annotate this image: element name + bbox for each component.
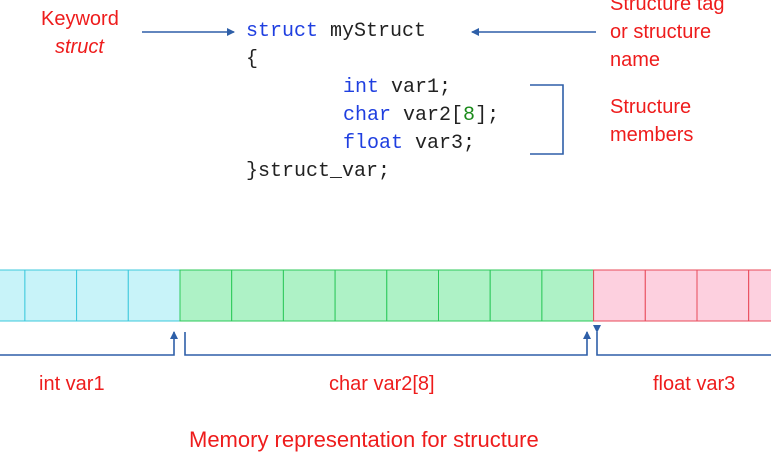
code-line-struct: struct myStruct <box>246 18 426 46</box>
struct-keyword: struct <box>246 20 319 43</box>
memory-cells <box>0 269 771 322</box>
int-byte-cell <box>0 269 26 322</box>
structure-tag-label: Structure tag or structure name <box>610 0 725 74</box>
int-bracket <box>0 331 178 356</box>
structure-members-line1: Structure <box>610 96 692 118</box>
char-byte-cell <box>179 269 233 322</box>
char-byte-cell <box>438 269 491 322</box>
caption: Memory representation for structure <box>189 427 539 452</box>
float-byte-cell <box>644 269 698 322</box>
int-byte-cell <box>76 269 129 322</box>
code-member-int: int var1; <box>343 74 451 102</box>
int-member-name: var1; <box>391 76 452 99</box>
char-byte-cell <box>386 269 439 322</box>
int-byte-cell <box>24 269 78 322</box>
float-byte-cell <box>748 269 771 322</box>
structure-tag-line2: or structure <box>610 21 712 43</box>
float-byte-cell <box>593 269 646 322</box>
code-member-float: float var3; <box>343 130 475 158</box>
int-var1-label: int var1 <box>39 373 105 395</box>
structure-tag-line1: Structure tag <box>610 0 725 15</box>
structure-members-line2: members <box>610 124 694 146</box>
float-bracket <box>593 325 771 356</box>
float-member-name: var3; <box>415 132 476 155</box>
char-member-end: ]; <box>475 104 500 127</box>
char-byte-cell <box>282 269 336 322</box>
struct-name: myStruct <box>330 20 427 43</box>
char-byte-cell <box>334 269 388 322</box>
char-type: char <box>343 104 392 127</box>
int-type: int <box>343 76 380 99</box>
char-var2-label: char var2[8] <box>329 373 435 395</box>
char-byte-cell <box>231 269 284 322</box>
int-byte-cell <box>127 269 181 322</box>
float-type: float <box>343 132 404 155</box>
float-var3-label: float var3 <box>653 373 736 395</box>
keyword-label: Keyword struct <box>41 5 119 61</box>
char-array-size: 8 <box>463 104 476 127</box>
diagram-graphics <box>0 28 771 356</box>
char-byte-cell <box>541 269 595 322</box>
code-close: }struct_var; <box>246 160 391 183</box>
char-member-name: var2[ <box>403 104 464 127</box>
structure-members-label: Structure members <box>610 93 693 149</box>
code-open-brace: { <box>246 48 259 71</box>
float-byte-cell <box>696 269 750 322</box>
code-member-char: char var2[8]; <box>343 102 499 130</box>
keyword-label-line2: struct <box>55 36 104 58</box>
keyword-label-line1: Keyword <box>41 8 119 30</box>
members-bracket <box>530 84 564 155</box>
structure-tag-line3: name <box>610 49 661 71</box>
char-byte-cell <box>489 269 543 322</box>
char-bracket <box>184 331 591 356</box>
